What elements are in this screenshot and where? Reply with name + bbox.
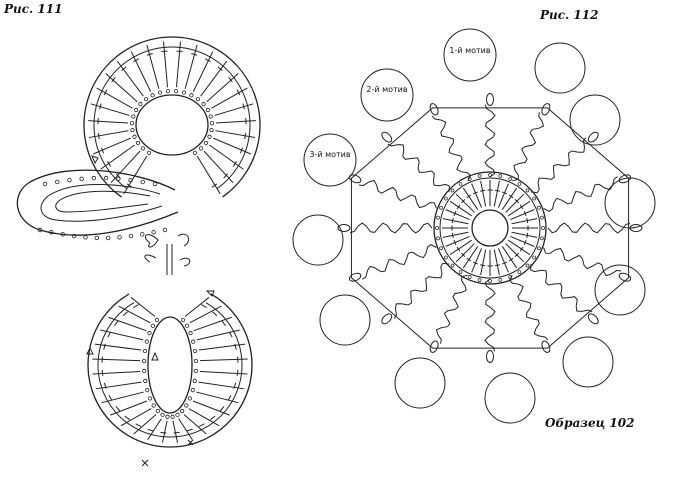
center-medallion bbox=[433, 171, 547, 285]
svg-text:1-й мотив: 1-й мотив bbox=[449, 46, 491, 55]
figure-111-caption: Рис. 111 bbox=[4, 2, 63, 16]
figure-112-caption: Рис. 112 bbox=[540, 8, 599, 22]
picot-connectors bbox=[144, 233, 191, 275]
radial-motif-spokes bbox=[337, 93, 643, 363]
left-leaf bbox=[16, 169, 179, 241]
motif-label-3: 3-й мотив bbox=[303, 133, 357, 187]
motif-label-1: 1-й мотив bbox=[443, 28, 497, 82]
sample-caption: Образец 102 bbox=[545, 416, 635, 430]
bottom-ring bbox=[87, 293, 253, 448]
outer-octagon-outline bbox=[350, 107, 630, 349]
top-ring bbox=[83, 36, 261, 198]
figure-112-diagram: 1-й мотив 2-й мотив 3-й мотив bbox=[292, 28, 656, 424]
svg-text:3-й мотив: 3-й мотив bbox=[309, 150, 351, 159]
outer-motif-circles bbox=[292, 42, 656, 424]
leaf-chain-dots bbox=[37, 175, 168, 241]
direction-arrow-icon bbox=[86, 155, 215, 361]
figure-111-diagram bbox=[16, 36, 261, 467]
cross-mark-icon bbox=[141, 439, 194, 467]
svg-text:2-й мотив: 2-й мотив bbox=[366, 85, 408, 94]
motif-label-2: 2-й мотив bbox=[360, 68, 414, 122]
